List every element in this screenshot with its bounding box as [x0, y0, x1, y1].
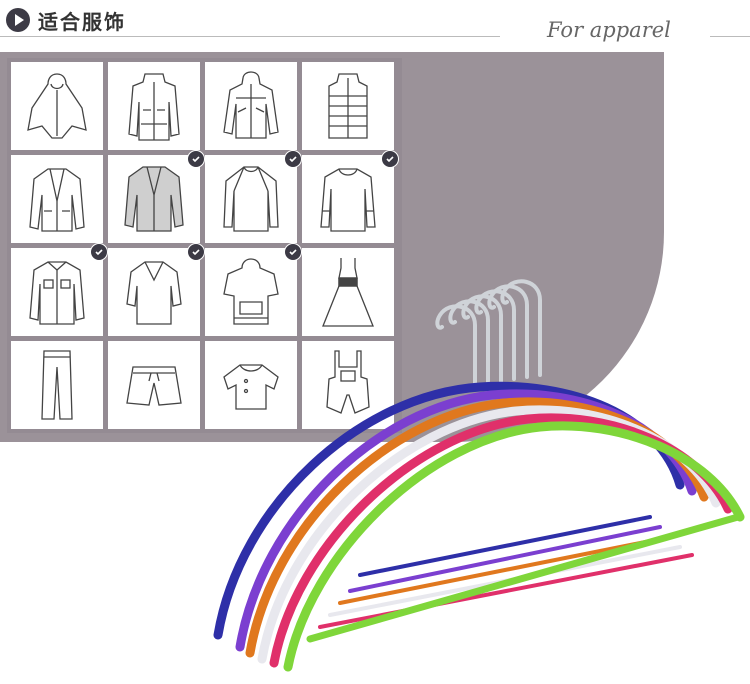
hooded-tee-icon — [223, 258, 279, 325]
hanger-hook — [461, 294, 503, 383]
hanger-bar — [358, 515, 652, 577]
hanger-hook — [448, 299, 490, 385]
blazer-icon — [29, 168, 85, 232]
garment-cell — [205, 341, 297, 429]
garment-cell — [11, 155, 103, 243]
section-title: 适合服饰 — [38, 10, 126, 34]
hanger-hook — [487, 284, 529, 379]
v-neck-top-icon — [126, 261, 182, 325]
check-icon — [90, 243, 108, 261]
divider-line — [0, 36, 500, 37]
hanger-hook — [500, 279, 542, 377]
raglan-sweater-icon — [223, 166, 279, 232]
garment-cell — [205, 62, 297, 150]
check-icon — [284, 243, 302, 261]
hanger-bar — [318, 553, 694, 629]
garment-cell — [11, 341, 103, 429]
garment-cell — [302, 62, 394, 150]
check-icon — [381, 150, 399, 168]
cardigan-icon — [124, 166, 184, 232]
garment-cell — [108, 62, 200, 150]
long-sleeve-tee-icon — [320, 168, 376, 232]
garment-cell — [205, 150, 302, 243]
garment-cell — [302, 150, 399, 243]
sleeveless-dress-icon — [322, 258, 374, 327]
garment-cell — [302, 248, 394, 336]
parka-coat-icon — [128, 73, 180, 141]
hanger-bar — [338, 535, 672, 605]
puffer-vest-icon — [328, 73, 368, 139]
play-arrow-icon — [6, 8, 30, 32]
check-icon — [284, 150, 302, 168]
hooded-jacket-icon — [223, 71, 279, 139]
trousers-icon — [41, 350, 73, 420]
section-subtitle: For apparel — [547, 18, 671, 42]
section-header: 适合服饰 For apparel — [0, 0, 750, 50]
button-shirt-icon — [29, 261, 85, 325]
hanger-bar — [306, 513, 742, 643]
baby-jacket-icon — [223, 364, 279, 410]
garment-cell — [205, 243, 302, 336]
garment-cell — [108, 150, 205, 243]
garment-cell — [108, 341, 200, 429]
check-icon — [187, 150, 205, 168]
hanger-hook — [474, 289, 516, 381]
hanger-hook — [435, 304, 477, 387]
poncho-icon — [27, 73, 87, 139]
check-icon — [187, 243, 205, 261]
garment-cell — [108, 243, 205, 336]
divider-line — [710, 36, 750, 37]
shorts-icon — [126, 366, 182, 406]
hanger-arc — [283, 421, 745, 672]
hanger-bar — [348, 525, 662, 593]
garment-cell — [11, 243, 108, 336]
hangers-image — [213, 279, 745, 672]
garment-cell — [11, 62, 103, 150]
overalls-icon — [326, 350, 370, 414]
